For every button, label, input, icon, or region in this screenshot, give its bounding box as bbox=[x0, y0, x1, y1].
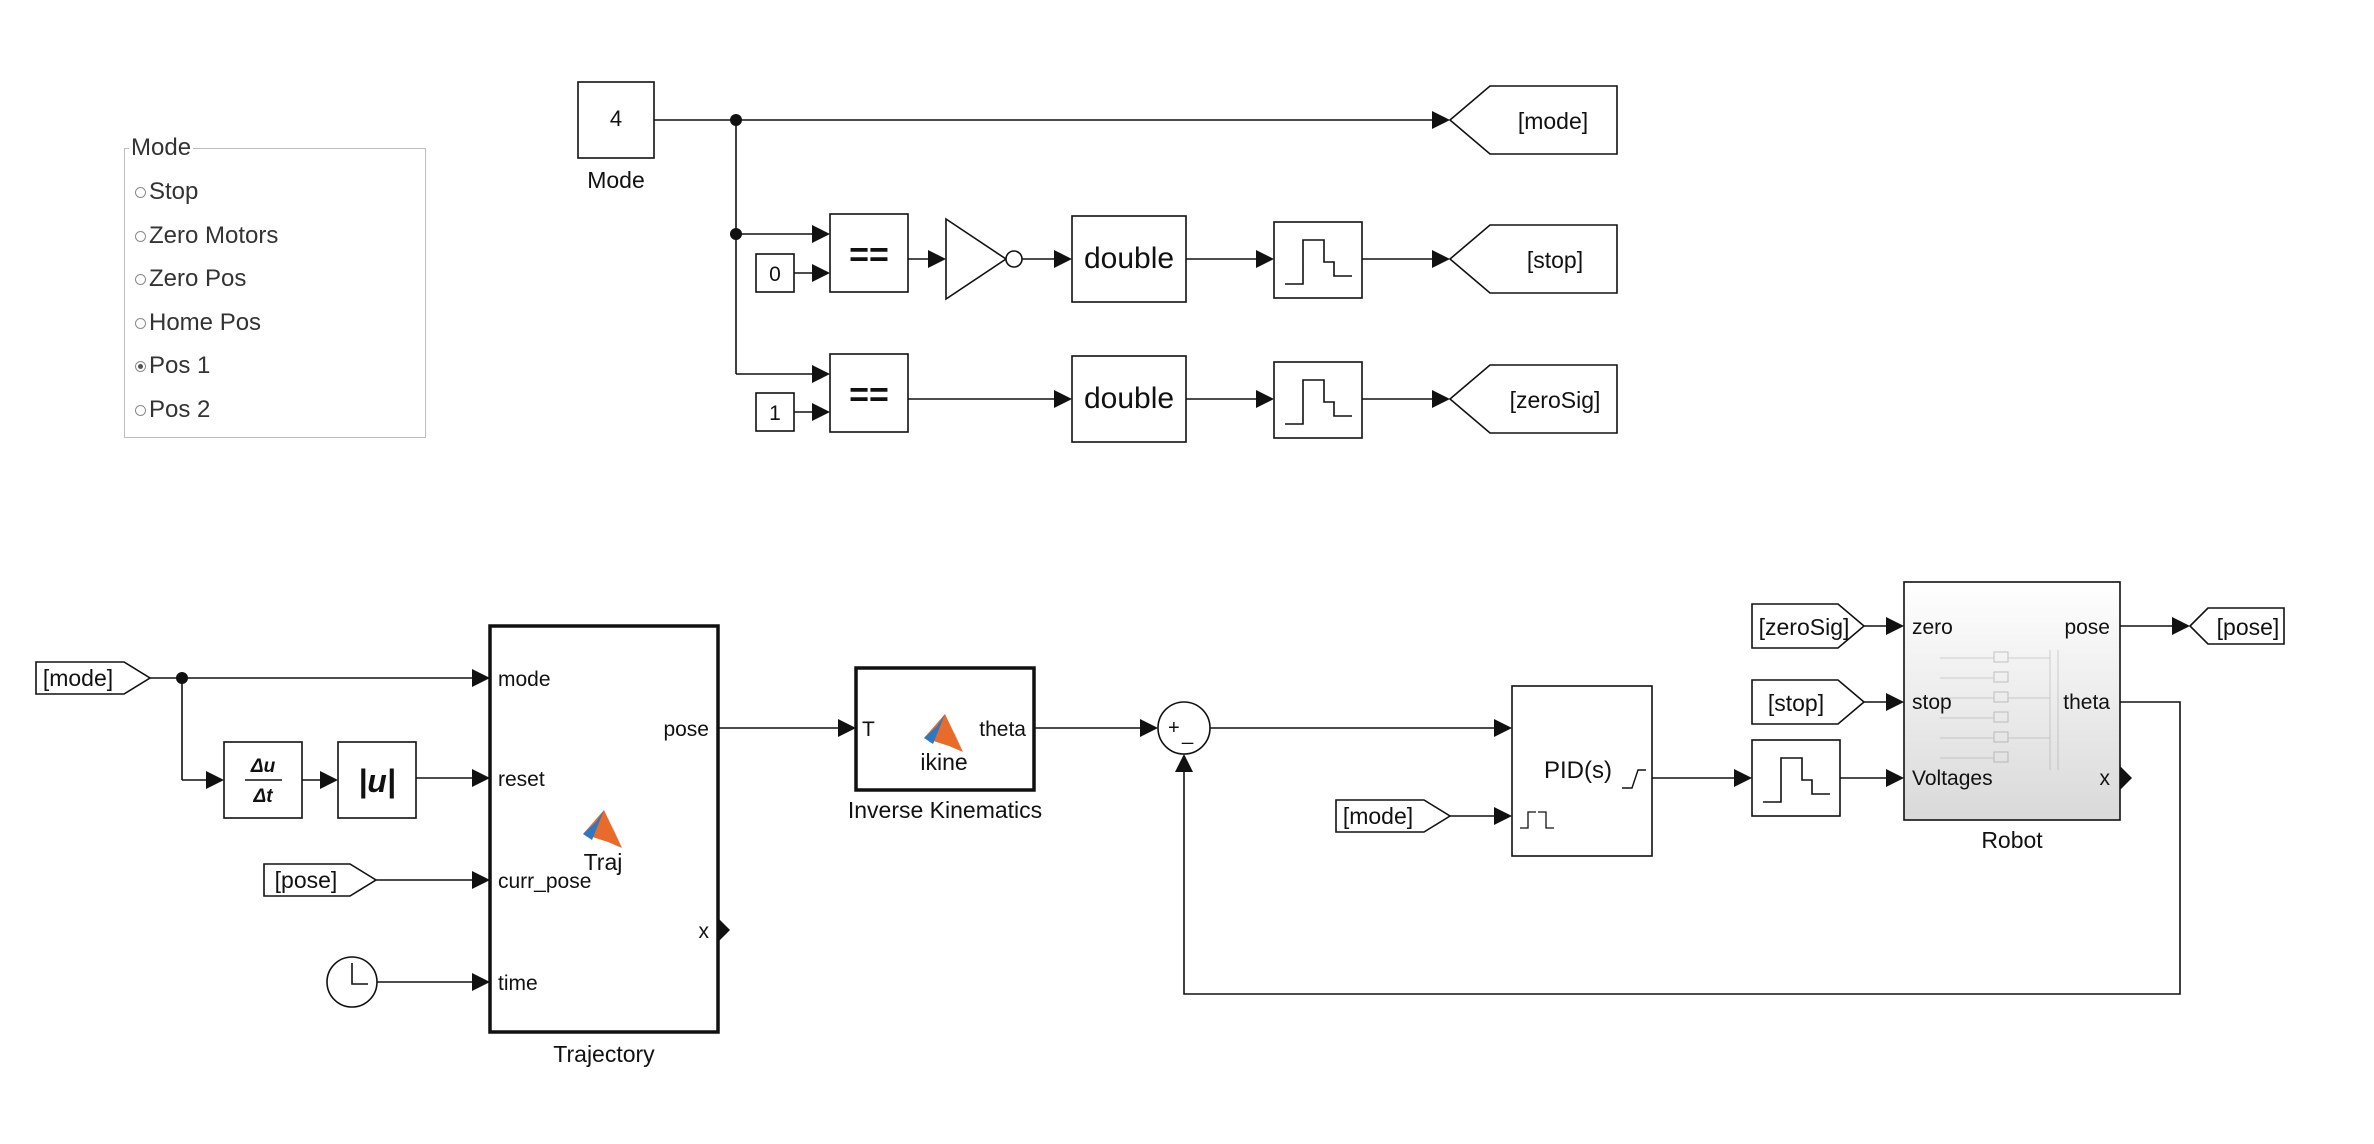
svg-text:theta: theta bbox=[2063, 691, 2110, 714]
svg-text:+: + bbox=[1168, 717, 1180, 739]
mode-constant-value: 4 bbox=[610, 106, 622, 131]
relational-operator-top[interactable]: == bbox=[829, 213, 909, 293]
trajectory-input-mode: mode bbox=[498, 668, 551, 691]
mode-constant-label: Mode bbox=[587, 167, 645, 193]
svg-text:pose: pose bbox=[2064, 616, 2110, 639]
svg-text:[pose]: [pose] bbox=[2217, 614, 2280, 640]
from-zerosig-tag[interactable]: [zeroSig] bbox=[1751, 603, 1866, 649]
trajectory-output-pose: pose bbox=[663, 718, 709, 741]
svg-text:0: 0 bbox=[769, 263, 781, 286]
robot-subsystem-block[interactable]: zero stop Voltages pose theta x bbox=[1903, 581, 2121, 821]
inverse-kinematics-label: Inverse Kinematics bbox=[848, 797, 1042, 823]
logical-not-block[interactable] bbox=[945, 217, 1023, 301]
mode-radio-group-title: Mode bbox=[129, 134, 194, 161]
svg-text:[mode]: [mode] bbox=[1343, 803, 1413, 829]
data-type-conversion-top[interactable]: double bbox=[1071, 215, 1187, 303]
radio-indicator[interactable] bbox=[135, 317, 146, 329]
svg-text:|u|: |u| bbox=[358, 763, 395, 799]
zero-order-hold-robot[interactable] bbox=[1751, 739, 1841, 817]
svg-text:T: T bbox=[862, 718, 875, 741]
svg-text:1: 1 bbox=[769, 402, 781, 425]
svg-text:[pose]: [pose] bbox=[275, 867, 338, 893]
svg-text:[mode]: [mode] bbox=[1518, 108, 1588, 134]
mode-radio-group: Mode Stop Zero Motors Zero Pos Home Pos … bbox=[124, 135, 426, 438]
trajectory-input-time: time bbox=[498, 972, 538, 995]
svg-text:Voltages: Voltages bbox=[1912, 767, 1993, 790]
goto-mode-tag[interactable]: [mode] bbox=[1448, 85, 1618, 155]
svg-text:==: == bbox=[849, 236, 889, 274]
matlab-logo-icon bbox=[924, 714, 963, 752]
robot-internal-preview bbox=[1940, 650, 2059, 770]
from-stop-tag[interactable]: [stop] bbox=[1751, 679, 1866, 725]
mode-constant-block[interactable]: 4 bbox=[577, 81, 655, 159]
svg-text:[mode]: [mode] bbox=[43, 665, 113, 691]
trajectory-inner-label: Traj bbox=[584, 849, 623, 875]
from-mode-tag-left[interactable]: [mode] bbox=[35, 661, 152, 695]
svg-text:[stop]: [stop] bbox=[1768, 690, 1824, 716]
svg-text:PID(s): PID(s) bbox=[1544, 757, 1612, 784]
relational-operator-bottom[interactable]: == bbox=[829, 353, 909, 433]
svg-text:_: _ bbox=[1181, 723, 1194, 745]
svg-text:Δt: Δt bbox=[252, 786, 273, 807]
radio-indicator[interactable] bbox=[135, 404, 146, 416]
derivative-block[interactable]: Δu Δt bbox=[223, 741, 303, 819]
svg-text:double: double bbox=[1084, 242, 1174, 275]
radio-option-zero-pos[interactable]: Zero Pos bbox=[135, 264, 246, 294]
svg-text:[stop]: [stop] bbox=[1527, 247, 1583, 273]
data-type-conversion-bottom[interactable]: double bbox=[1071, 355, 1187, 443]
reset-trigger-icon bbox=[1520, 811, 1554, 829]
from-pose-tag[interactable]: [pose] bbox=[263, 863, 378, 897]
radio-option-zero-motors[interactable]: Zero Motors bbox=[135, 221, 278, 251]
radio-option-pos-1[interactable]: Pos 1 bbox=[135, 351, 210, 381]
radio-indicator[interactable] bbox=[135, 360, 146, 372]
radio-indicator[interactable] bbox=[135, 273, 146, 285]
trajectory-block[interactable]: mode reset curr_pose time pose x Traj bbox=[488, 624, 720, 1034]
svg-text:zero: zero bbox=[1912, 616, 1953, 639]
svg-text:stop: stop bbox=[1912, 691, 1952, 714]
trajectory-debug-port: x bbox=[699, 920, 710, 943]
mode-to-trajectory-line[interactable] bbox=[150, 669, 490, 789]
trajectory-input-curr-pose: curr_pose bbox=[498, 870, 591, 893]
trajectory-input-reset: reset bbox=[498, 768, 545, 791]
pid-controller-block[interactable]: PID(s) bbox=[1511, 685, 1653, 857]
goto-zerosig-tag[interactable]: [zeroSig] bbox=[1448, 364, 1618, 434]
constant-one-block[interactable]: 1 bbox=[755, 392, 795, 432]
svg-text:theta: theta bbox=[979, 718, 1026, 741]
radio-indicator[interactable] bbox=[135, 230, 146, 242]
zero-order-hold-bottom[interactable] bbox=[1273, 361, 1363, 439]
svg-text:==: == bbox=[849, 376, 889, 414]
goto-stop-tag[interactable]: [stop] bbox=[1448, 224, 1618, 294]
zero-order-hold-top[interactable] bbox=[1273, 221, 1363, 299]
radio-indicator[interactable] bbox=[135, 186, 146, 198]
svg-text:double: double bbox=[1084, 382, 1174, 415]
constant-zero-block[interactable]: 0 bbox=[755, 253, 795, 293]
svg-text:Δu: Δu bbox=[250, 756, 276, 777]
clock-block[interactable] bbox=[326, 956, 378, 1008]
svg-text:x: x bbox=[2100, 767, 2111, 790]
mode-signal-line[interactable] bbox=[654, 111, 1450, 383]
inverse-kinematics-block[interactable]: T theta ikine bbox=[854, 666, 1036, 792]
trajectory-label: Trajectory bbox=[553, 1041, 655, 1067]
goto-pose-tag[interactable]: [pose] bbox=[2188, 607, 2285, 645]
svg-text:ikine: ikine bbox=[920, 749, 967, 775]
radio-option-stop[interactable]: Stop bbox=[135, 177, 198, 207]
matlab-logo-icon bbox=[583, 810, 622, 848]
svg-text:[zeroSig]: [zeroSig] bbox=[1510, 387, 1601, 413]
radio-option-pos-2[interactable]: Pos 2 bbox=[135, 395, 210, 425]
from-mode-tag-pid[interactable]: [mode] bbox=[1335, 799, 1452, 833]
sum-block[interactable]: + _ bbox=[1157, 701, 1211, 755]
robot-label: Robot bbox=[1981, 827, 2043, 853]
svg-text:[zeroSig]: [zeroSig] bbox=[1759, 614, 1850, 640]
feedback-line[interactable] bbox=[1175, 701, 2181, 995]
abs-block[interactable]: |u| bbox=[337, 741, 417, 819]
radio-option-home-pos[interactable]: Home Pos bbox=[135, 308, 261, 338]
